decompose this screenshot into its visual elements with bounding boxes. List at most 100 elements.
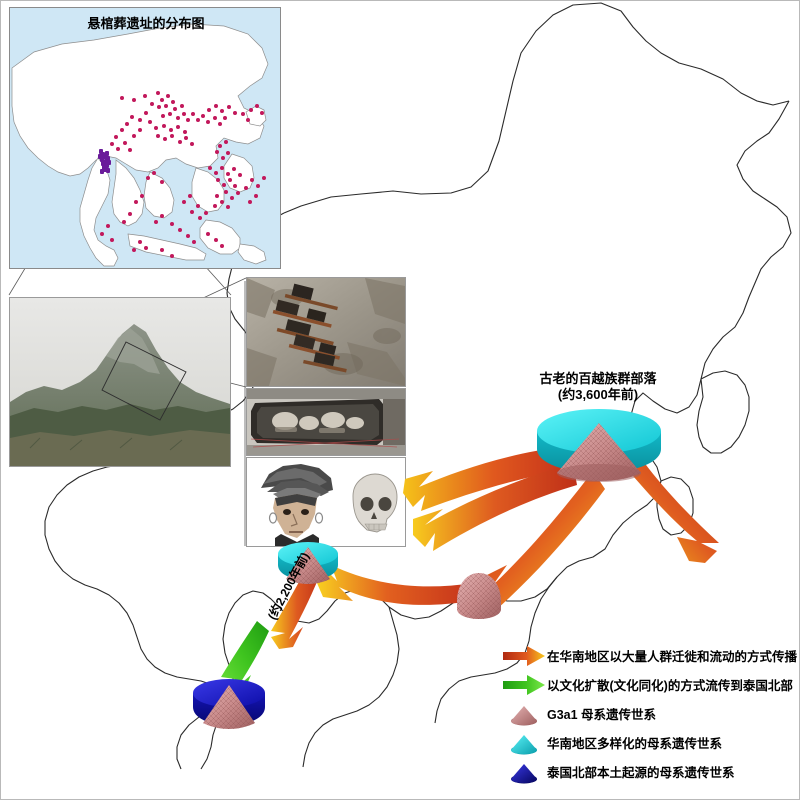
inset-site-dot <box>154 220 158 224</box>
inset-site-dot <box>166 94 170 98</box>
inset-site-dot <box>152 171 156 175</box>
inset-site-dot <box>218 122 222 126</box>
inset-site-dot <box>192 240 196 244</box>
inset-site-dot <box>150 102 154 106</box>
inset-thailand-cluster-dot <box>99 149 103 154</box>
legend-item: 以文化扩散(文化同化)的方式流传到泰国北部 <box>501 670 793 699</box>
inset-site-dot <box>198 216 202 220</box>
inset-site-dot <box>138 128 142 132</box>
inset-site-dot <box>186 118 190 122</box>
inset-site-dot <box>227 105 231 109</box>
legend-item-label: 泰国北部本土起源的母系遗传世系 <box>547 766 735 780</box>
inset-thailand-cluster-dot <box>106 168 110 173</box>
inset-site-dot <box>190 210 194 214</box>
inset-site-dot <box>122 220 126 224</box>
portrait-and-skull-photo <box>246 457 406 547</box>
arrow-hub-to-south <box>477 471 605 609</box>
legend: 在华南地区以大量人群迁徙和流动的方式传播以文化扩散(文化同化)的方式流传到泰国北… <box>501 641 797 793</box>
inset-site-dot <box>233 184 237 188</box>
inset-site-dot <box>246 118 250 122</box>
inset-distribution-map: 悬棺葬遗址的分布图 <box>9 7 281 269</box>
inset-site-dot <box>173 107 177 111</box>
inset-site-dot <box>241 112 245 116</box>
legend-item-label: 华南地区多样化的母系遗传世系 <box>547 737 723 751</box>
inset-site-dot <box>188 194 192 198</box>
inset-site-dot <box>228 178 232 182</box>
inset-site-dot <box>226 205 230 209</box>
inset-site-dot <box>244 186 248 190</box>
inset-site-dot <box>157 105 161 109</box>
inset-site-dot <box>144 246 148 250</box>
cone-g3a1-icon <box>501 701 547 727</box>
inset-site-dot <box>120 96 124 100</box>
inset-site-dot <box>161 114 165 118</box>
inset-site-dot <box>190 142 194 146</box>
baiyue-hub-label: 古老的百越族群部落 (约3,600年前) <box>498 371 698 404</box>
cliff-hanging-coffins-photo <box>246 277 406 387</box>
inset-site-dot <box>156 91 160 95</box>
inset-site-dot <box>260 111 264 115</box>
inset-site-dot <box>160 214 164 218</box>
inset-site-dot <box>220 109 224 113</box>
inset-site-dot <box>134 200 138 204</box>
inset-site-dot <box>230 196 234 200</box>
inset-site-dot <box>207 108 211 112</box>
inset-site-dot <box>226 172 230 176</box>
baiyue-hub-label-line1: 古老的百越族群部落 <box>539 371 657 386</box>
legend-item: 华南地区多样化的母系遗传世系 <box>501 728 793 757</box>
inset-thailand-cluster-dot <box>104 159 108 164</box>
inset-site-dot <box>100 232 104 236</box>
inset-site-dot <box>140 194 144 198</box>
inset-site-dot <box>138 240 142 244</box>
inset-thailand-cluster-dot <box>107 160 111 165</box>
inset-thailand-cluster-dot <box>103 154 107 159</box>
inset-site-dot <box>248 200 252 204</box>
inset-site-dot <box>218 144 222 148</box>
legend-item: 泰国北部本土起源的母系遗传世系 <box>501 757 793 786</box>
inset-site-dot <box>224 190 228 194</box>
legend-item-label: 以文化扩散(文化同化)的方式流传到泰国北部 <box>547 679 793 693</box>
arrow-hub-to-northwest-2 <box>413 463 577 551</box>
inset-site-dot <box>250 178 254 182</box>
inset-site-dot <box>170 222 174 226</box>
inset-site-dot <box>256 184 260 188</box>
inset-site-dot <box>160 248 164 252</box>
inset-map-title: 悬棺葬遗址的分布图 <box>87 16 205 31</box>
inset-site-dot <box>196 118 200 122</box>
migration-arrow-icon <box>501 643 547 669</box>
inset-site-dot <box>220 244 224 248</box>
inset-site-dot <box>168 112 172 116</box>
inset-site-dot <box>255 104 259 108</box>
inset-site-dot <box>249 108 253 112</box>
inset-site-dot <box>162 124 166 128</box>
cone-north-thailand-icon <box>501 759 547 785</box>
inset-site-dots <box>10 8 280 268</box>
inset-site-dot <box>132 248 136 252</box>
inset-site-dot <box>171 100 175 104</box>
inset-site-dot <box>232 167 236 171</box>
inset-thailand-cluster-dot <box>98 154 102 159</box>
inset-site-dot <box>154 126 158 130</box>
inset-site-dot <box>238 173 242 177</box>
inset-site-dot <box>223 116 227 120</box>
inset-site-dot <box>156 134 160 138</box>
inset-site-dot <box>143 94 147 98</box>
inset-site-dot <box>160 180 164 184</box>
inset-site-dot <box>170 254 174 258</box>
inset-site-dot <box>170 134 174 138</box>
inset-site-dot <box>208 166 212 170</box>
inset-site-dot <box>132 98 136 102</box>
inset-site-dot <box>214 171 218 175</box>
inset-site-dot <box>138 118 142 122</box>
inset-site-dot <box>148 120 152 124</box>
inset-site-dot <box>128 212 132 216</box>
cone-south-china-icon <box>501 730 547 756</box>
inset-site-dot <box>176 116 180 120</box>
inset-site-dot <box>114 135 118 139</box>
inset-thailand-cluster-dot <box>106 156 110 161</box>
inset-site-dot <box>169 128 173 132</box>
inset-site-dot <box>220 200 224 204</box>
inset-site-dot <box>226 151 230 155</box>
